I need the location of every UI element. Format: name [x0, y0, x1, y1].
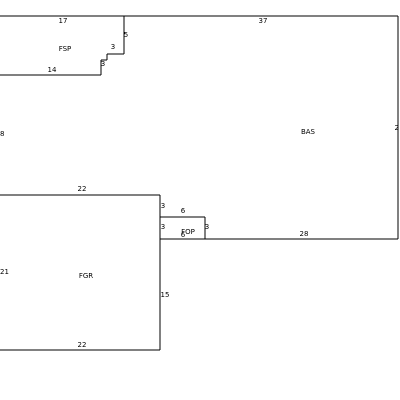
dimension-fsp-top: 17 [59, 17, 68, 25]
dimension-labels: 17 5 3 3 14 37 2 8 28 22 3 3 6 3 6 21 15… [0, 17, 399, 349]
outline-group [0, 15, 399, 351]
dimension-fop-right: 3 [205, 223, 209, 231]
dimension-fgr-right: 15 [161, 291, 170, 299]
dimension-fsp-inner-step: 3 [111, 43, 115, 51]
dimension-fop-top: 6 [181, 207, 186, 215]
dimension-bas-top: 37 [259, 17, 268, 25]
dimension-bas-left: 8 [0, 130, 4, 138]
area-labels: FSP BAS FGR FOP [59, 45, 316, 280]
dimension-fop-bottom: 6 [181, 231, 186, 239]
area-label-bas: BAS [301, 128, 316, 136]
dimension-fgr-bottom: 22 [78, 341, 87, 349]
dimension-fgr-top: 22 [78, 185, 87, 193]
dimension-fgr-step-upper: 3 [161, 202, 165, 210]
area-label-fgr: FGR [79, 272, 93, 280]
dimension-bas-bottom: 28 [300, 230, 309, 238]
dimension-fgr-step-lower: 3 [161, 223, 165, 231]
area-label-fop: FOP [181, 228, 195, 236]
dimension-bas-right: 2 [395, 124, 399, 132]
dimension-fsp-right-step: 5 [124, 31, 128, 39]
area-label-fsp: FSP [59, 45, 72, 53]
dimension-fsp-bottom: 14 [48, 66, 57, 74]
dimension-fgr-left: 21 [0, 268, 9, 276]
dimension-fsp-left-step: 3 [101, 60, 105, 68]
